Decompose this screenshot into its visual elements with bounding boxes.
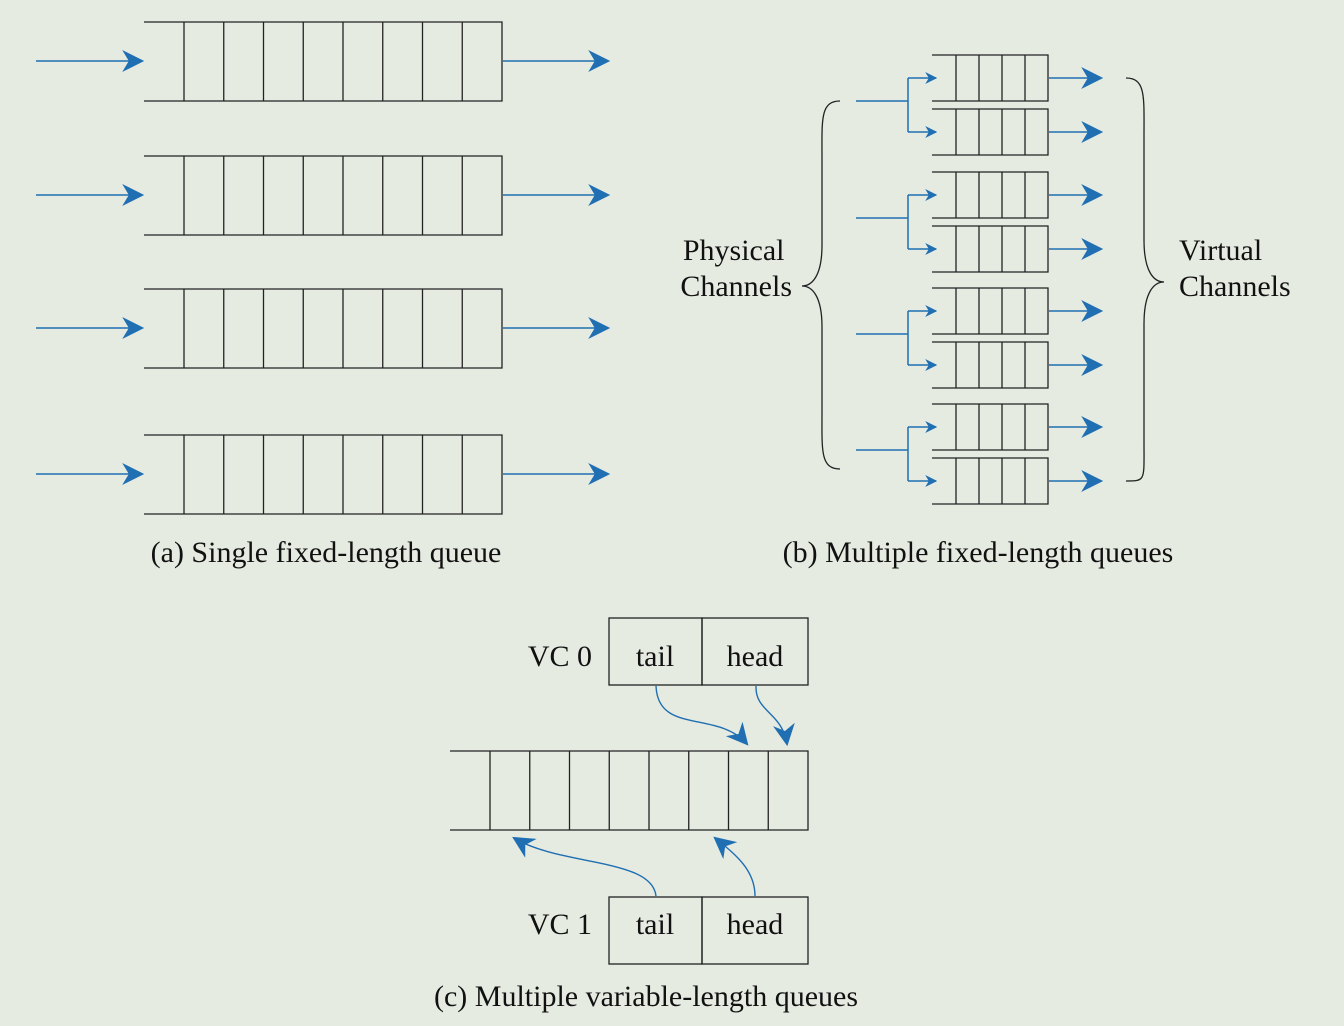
vc1-head-text: head [727, 908, 784, 941]
panel-a-queue-4 [144, 434, 503, 515]
shared-buffer [450, 750, 809, 831]
panel-a-single-fixed-length-queues [36, 21, 611, 515]
virtual-channel-queue-pc4-vc2-outline [932, 457, 1049, 505]
panel-a-queue-1 [144, 21, 503, 102]
virtual-channel-queue-pc4-vc1-outline [932, 403, 1049, 451]
panel-c-caption: (c) Multiple variable-length queues [434, 980, 858, 1013]
vc0-head-cell [701, 617, 809, 686]
shared-buffer-outline [450, 750, 809, 831]
virtual-channel-queue-pc3-vc2-outline [932, 341, 1049, 389]
virtual-channel-queue-pc4-vc2 [932, 457, 1049, 505]
virtual-channel-queue-pc1-vc2-outline [932, 108, 1049, 156]
virtual-channel-queue-pc4-vc1 [932, 403, 1049, 451]
panel-a-caption: (a) Single fixed-length queue [151, 536, 502, 569]
panel-a-queue-3-outline [144, 288, 503, 369]
vc1-head-pointer-arrow [713, 836, 756, 897]
virtual-channel-queue-pc1-vc2 [932, 108, 1049, 156]
vc0-tail-pointer-arrow [655, 685, 749, 746]
virtual-channels-label-line2: Channels [1179, 270, 1291, 303]
virtual-channel-queue-pc2-vc1 [932, 171, 1049, 219]
virtual-channel-queue-pc2-vc2-outline [932, 225, 1049, 273]
virtual-channel-queue-pc3-vc2 [932, 341, 1049, 389]
virtual-channel-queue-pc2-vc1-outline [932, 171, 1049, 219]
virtual-channels-right-brace [1125, 77, 1165, 482]
vc1-tail-text: tail [636, 908, 674, 941]
physical-channels-label: Physical Channels [680, 234, 792, 303]
virtual-channel-queue-pc1-vc1-outline [932, 54, 1049, 102]
physical-channels-left-brace [801, 100, 841, 470]
panel-a-queue-2 [144, 155, 503, 236]
vc0-head-pointer-arrow [755, 685, 795, 747]
virtual-channels-label: Virtual Channels [1179, 234, 1291, 303]
virtual-channels-label-line1: Virtual [1179, 234, 1262, 267]
vc0-label: VC 0 [528, 640, 592, 673]
vc1-pointer-box: tail head [608, 896, 809, 965]
panel-b-caption: (b) Multiple fixed-length queues [783, 536, 1174, 569]
vc1-head-cell [701, 896, 809, 965]
panel-a-queue-3 [144, 288, 503, 369]
panel-b-multiple-fixed-length-queues: Physical Channels Virtual Channels [680, 54, 1291, 505]
vc1-tail-pointer-arrow [512, 836, 657, 897]
virtual-channel-queue-pc3-vc1-outline [932, 287, 1049, 335]
vc0-pointer-box: tail head [608, 617, 809, 686]
virtual-channel-queue-pc3-vc1 [932, 287, 1049, 335]
virtual-channel-queue-pc1-vc1 [932, 54, 1049, 102]
vc0-head-text: head [727, 640, 784, 673]
virtual-channel-queue-pc2-vc2 [932, 225, 1049, 273]
vc1-label: VC 1 [528, 908, 592, 941]
panel-a-queue-2-outline [144, 155, 503, 236]
vc0-tail-text: tail [636, 640, 674, 673]
physical-channels-label-line2: Channels [680, 270, 792, 303]
panel-a-queue-1-outline [144, 21, 503, 102]
panel-c-multiple-variable-length-queues: VC 0 tail head VC 1 tail head [450, 617, 809, 965]
panel-a-queue-4-outline [144, 434, 503, 515]
physical-channels-label-line1: Physical [683, 234, 785, 267]
shared-buffer-queue [450, 750, 809, 831]
